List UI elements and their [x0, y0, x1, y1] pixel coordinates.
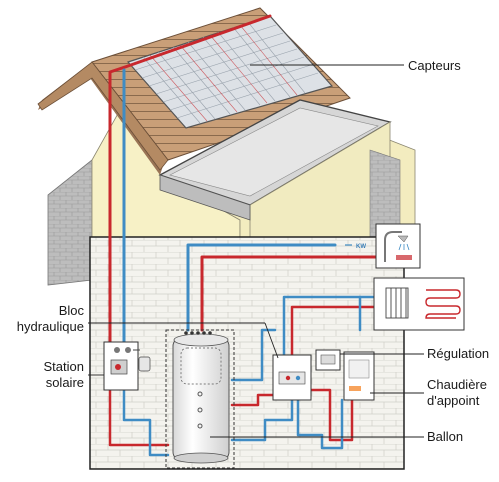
cold-water-pipe	[186, 243, 337, 332]
label-chaudiere-appoint: Chaudière d'appoint	[427, 377, 487, 409]
label-chaudiere-line2: d'appoint	[427, 393, 480, 408]
leader-lines	[88, 64, 424, 438]
solar-station	[103, 341, 151, 391]
house-grey-wall	[47, 159, 93, 286]
label-capteurs: Capteurs	[408, 58, 461, 73]
hot-water-pipe	[200, 255, 387, 332]
pipes	[108, 14, 387, 457]
shower-icon	[375, 223, 421, 269]
collector-grid	[134, 21, 319, 124]
kw-label: KW	[356, 244, 366, 250]
label-bloc-hydraulique: Bloc hydraulique	[6, 303, 84, 335]
label-ballon: Ballon	[427, 429, 464, 444]
label-station-line2: solaire	[45, 375, 84, 390]
label-regulation: Régulation	[427, 346, 490, 361]
regulation-unit	[315, 349, 341, 371]
tank-frame	[165, 329, 235, 469]
label-bloc-line1: Bloc	[58, 303, 84, 318]
backup-boiler	[343, 351, 375, 401]
label-chaudiere-line1: Chaudière	[427, 377, 487, 392]
label-bloc-line2: hydraulique	[16, 319, 84, 334]
storage-tank	[172, 331, 230, 464]
label-station-solaire: Station solaire	[6, 359, 84, 391]
hydraulic-block	[272, 354, 312, 401]
heating-icon	[373, 277, 465, 331]
roof-gable	[37, 61, 169, 171]
collector-hot-pipe	[108, 14, 272, 352]
label-station-line1: Station	[43, 359, 84, 374]
